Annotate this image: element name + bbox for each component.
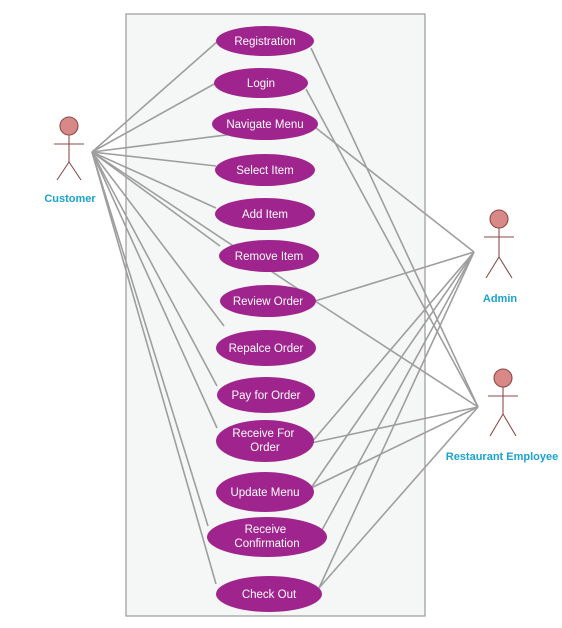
admin-right-leg — [498, 256, 513, 279]
usecase-registration-shape — [216, 26, 314, 56]
usecase-navigate-menu-shape — [212, 108, 318, 140]
usecase-receive-for-order[interactable]: Receive For Order — [216, 420, 314, 462]
usecase-login[interactable]: Login — [214, 68, 308, 98]
usecase-replace-order[interactable]: Repalce Order — [216, 330, 316, 366]
usecase-select-item-label: Select Item — [236, 165, 294, 177]
association-customer-select-item — [91, 151, 217, 167]
association-customer-review-order — [91, 151, 317, 302]
employee-head — [493, 368, 513, 388]
usecase-receive-confirmation-line2: Confirmation — [234, 538, 299, 550]
association-admin-navigate-menu — [315, 127, 475, 253]
association-customer-replace-order — [91, 151, 225, 327]
usecase-registration[interactable]: Registration — [216, 26, 314, 56]
association-customer-receive-for-order — [91, 151, 218, 429]
usecase-receive-for-order-label: Receive For Order — [232, 428, 297, 454]
employee-left-leg — [489, 413, 504, 437]
usecase-update-menu-shape — [216, 472, 314, 512]
usecase-add-item-label: Add Item — [242, 209, 288, 221]
usecase-select-item-shape — [215, 154, 315, 186]
usecase-select-item[interactable]: Select Item — [215, 154, 315, 186]
admin-left-leg — [485, 256, 500, 279]
usecase-login-label: Login — [247, 78, 275, 90]
usecase-remove-item-label: Remove Item — [235, 251, 303, 263]
usecase-add-item[interactable]: Add Item — [215, 198, 315, 230]
admin-head — [489, 209, 509, 229]
actor-admin[interactable]: Admin — [483, 209, 518, 305]
association-admin-update-menu — [310, 251, 475, 489]
actor-restaurant-employee-label: Restaurant Employee — [446, 451, 558, 463]
usecase-review-order[interactable]: Review Order — [220, 285, 316, 317]
usecase-navigate-menu-label: Navigate Menu — [226, 119, 303, 131]
usecase-replace-order-shape — [216, 330, 316, 366]
association-employee-check-out — [318, 406, 479, 589]
usecase-update-menu[interactable]: Update Menu — [216, 472, 314, 512]
usecase-receive-confirmation-shape — [207, 517, 327, 557]
usecase-check-out[interactable]: Check Out — [216, 576, 322, 612]
usecase-check-out-label: Check Out — [242, 589, 297, 601]
usecase-receive-for-order-line2: Order — [250, 442, 280, 454]
usecase-receive-for-order-line1: Receive For — [232, 428, 294, 440]
usecase-receive-confirmation-label: Receive Confirmation — [234, 524, 299, 550]
usecase-pay-for-order-label: Pay for Order — [231, 390, 300, 402]
association-employee-registration — [310, 47, 479, 408]
association-customer-remove-item — [91, 151, 221, 247]
association-admin-check-out — [318, 251, 475, 589]
usecase-registration-label: Registration — [234, 36, 295, 48]
employee-right-leg — [502, 413, 517, 437]
association-employee-update-menu — [310, 406, 479, 489]
restaurant-employee-stick-figure-icon — [488, 368, 518, 437]
association-admin-review-order — [314, 251, 475, 302]
usecase-check-out-shape — [216, 576, 322, 612]
association-customer-pay-for-order — [91, 151, 218, 387]
actor-restaurant-employee[interactable]: Restaurant Employee — [446, 368, 558, 463]
association-employee-review-order — [314, 300, 479, 408]
actor-customer[interactable]: Customer — [44, 116, 96, 205]
customer-head — [59, 116, 79, 136]
actor-admin-label: Admin — [483, 293, 518, 305]
association-lines — [91, 40, 479, 589]
usecase-receive-confirmation-line1: Receive — [245, 524, 287, 536]
customer-stick-figure-icon — [54, 116, 84, 181]
association-admin-receive-confirmation — [321, 251, 475, 531]
usecase-receive-for-order-shape — [216, 420, 314, 462]
admin-stick-figure-icon — [484, 209, 514, 279]
association-admin-receive-for-order — [310, 251, 475, 444]
usecase-pay-for-order[interactable]: Pay for Order — [217, 377, 315, 413]
usecase-login-shape — [214, 68, 308, 98]
usecase-pay-for-order-shape — [217, 377, 315, 413]
usecase-update-menu-label: Update Menu — [230, 487, 299, 499]
usecase-receive-confirmation[interactable]: Receive Confirmation — [207, 517, 327, 557]
association-employee-login — [305, 88, 479, 408]
usecase-replace-order-label: Repalce Order — [229, 343, 304, 355]
usecase-remove-item-shape — [219, 240, 319, 272]
association-customer-registration — [91, 40, 219, 153]
usecase-navigate-menu[interactable]: Navigate Menu — [212, 108, 318, 140]
association-employee-receive-for-order — [310, 406, 479, 444]
association-customer-check-out — [91, 151, 217, 585]
association-customer-add-item — [91, 151, 217, 209]
association-customer-login — [91, 82, 217, 153]
customer-right-leg — [68, 161, 82, 181]
usecase-review-order-label: Review Order — [233, 296, 303, 308]
customer-left-leg — [56, 161, 70, 181]
association-customer-receive-confirmation — [91, 151, 209, 527]
usecase-review-order-shape — [220, 285, 316, 317]
usecase-add-item-shape — [215, 198, 315, 230]
usecase-remove-item[interactable]: Remove Item — [219, 240, 319, 272]
actor-customer-label: Customer — [44, 193, 96, 205]
